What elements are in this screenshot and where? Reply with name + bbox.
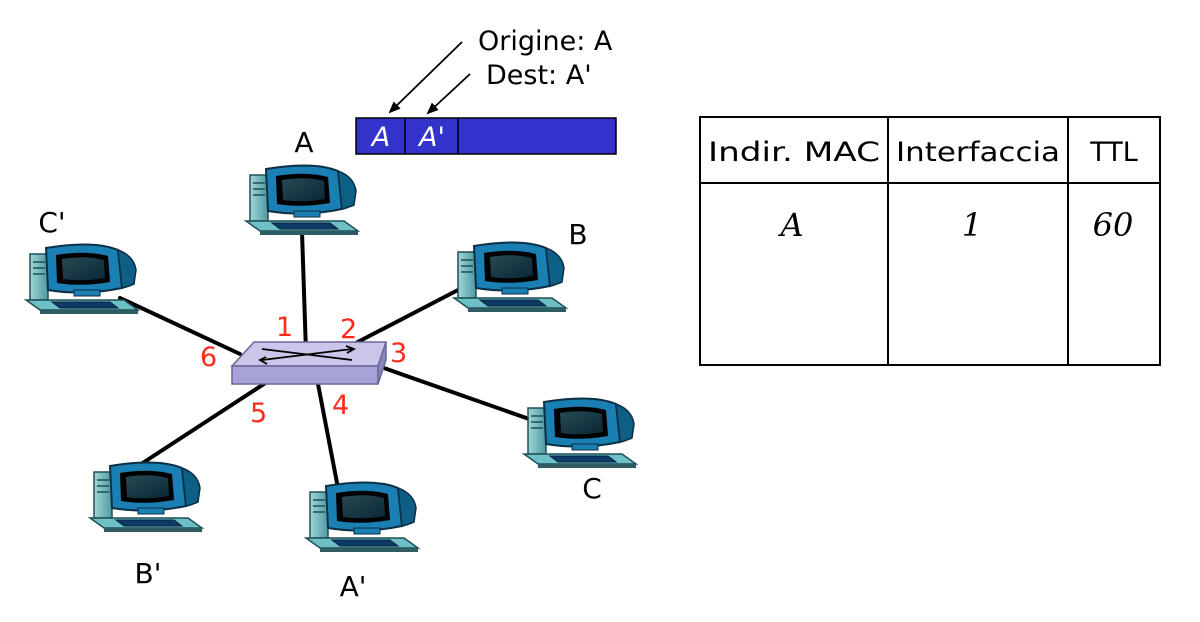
host-A: A	[245, 126, 359, 236]
table-header-ttl: TTL	[1089, 137, 1138, 168]
port-labels: 1 2 3 4 5 6	[200, 312, 407, 429]
table-header-mac: Indir. MAC	[708, 137, 880, 168]
link-port2-B	[350, 288, 460, 347]
host-A-prime: A'	[305, 481, 419, 603]
computer-icon	[453, 241, 567, 313]
dest-arrow	[426, 73, 471, 115]
frame-annotations: Origine: A Dest: A'	[388, 26, 613, 115]
link-port5-B-prime	[133, 378, 272, 470]
link-port1-A	[300, 230, 308, 354]
port-label-6: 6	[200, 342, 217, 373]
network-links	[118, 230, 534, 490]
switch-arrows-icon	[258, 345, 357, 365]
dest-label: Dest: A'	[486, 60, 592, 91]
port-label-2: 2	[340, 314, 357, 345]
computer-icon	[245, 164, 359, 236]
host-B: B	[453, 218, 588, 313]
table-cell-mac: A	[777, 206, 803, 244]
computer-icon	[89, 461, 203, 533]
table-header-interface: Interfaccia	[896, 137, 1060, 168]
port-label-4: 4	[332, 390, 349, 421]
computer-icon	[25, 243, 139, 315]
host-C: C	[523, 397, 637, 505]
table-cell-ttl: 60	[1093, 206, 1134, 244]
switch-table: Indir. MAC Interfaccia TTL A 1 60	[699, 116, 1161, 366]
port-label-1: 1	[276, 312, 293, 343]
host-label-B-prime: B'	[135, 557, 162, 590]
origin-label: Origine: A	[478, 26, 613, 57]
host-label-B: B	[568, 218, 587, 251]
switch	[230, 341, 388, 385]
host-C-prime: C'	[25, 206, 139, 315]
host-B-prime: B'	[89, 461, 203, 590]
table-cell-interface: 1	[962, 206, 982, 244]
link-port6-C-prime	[118, 296, 242, 356]
host-label-C: C	[582, 472, 602, 505]
host-label-A: A	[294, 126, 313, 159]
computer-icon	[523, 397, 637, 469]
frame-source-field: A	[370, 122, 390, 153]
link-port3-C	[376, 364, 534, 422]
computer-icon	[305, 481, 419, 553]
ethernet-frame: A A'	[355, 117, 617, 155]
host-label-C-prime: C'	[38, 206, 65, 239]
host-label-A-prime: A'	[340, 570, 367, 603]
port-label-3: 3	[390, 338, 407, 369]
link-port4-A-prime	[316, 382, 340, 490]
port-label-5: 5	[250, 398, 267, 429]
frame-body	[355, 117, 617, 155]
origin-arrow	[388, 41, 463, 114]
frame-dest-field: A'	[417, 122, 445, 153]
